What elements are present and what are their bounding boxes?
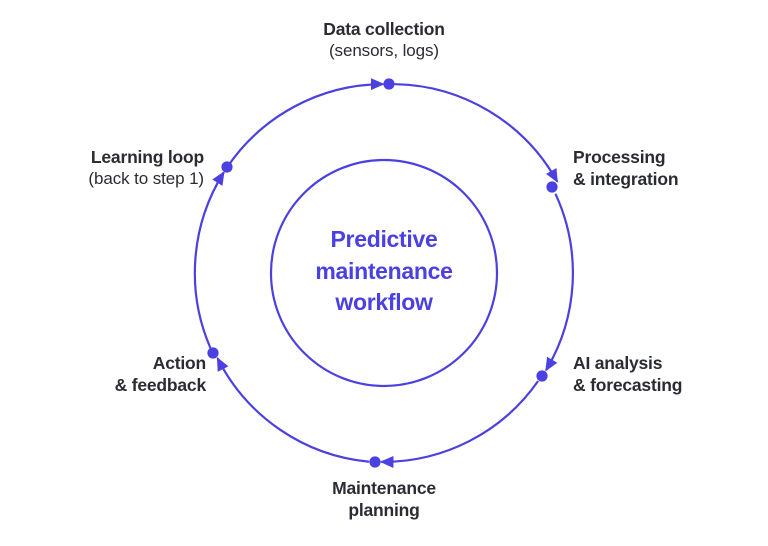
node-learning-loop[interactable] [221, 161, 233, 173]
node-maintenance-planning[interactable] [369, 456, 381, 468]
inner-circle [269, 158, 499, 388]
step-label-ai-analysis-forecasting: AI analysis & forecasting [573, 352, 763, 397]
step-label-learning-loop: Learning loop (back to step 1) [6, 146, 204, 190]
arc-ai-analysis-to-maintenance-planning [379, 380, 539, 468]
step-nodes [207, 78, 558, 468]
step-label-action-feedback-line-1: Action [152, 353, 206, 373]
step-label-processing-integration: Processing & integration [573, 146, 763, 191]
center-title: Predictive maintenance workflow [271, 224, 497, 319]
step-label-ai-analysis-forecasting-line-1: AI analysis [573, 353, 663, 373]
node-processing-integration[interactable] [546, 181, 558, 193]
step-label-maintenance-planning-line-2: planning [348, 500, 420, 521]
step-label-data-collection-line-1: Data collection [323, 19, 445, 39]
arc-maintenance-planning-to-action-feedback [216, 356, 370, 463]
node-action-feedback[interactable] [207, 347, 219, 359]
step-label-data-collection: Data collection (sensors, logs) [259, 18, 509, 62]
center-title-line-1: Predictive [330, 226, 438, 252]
outer-ring-arcs [193, 78, 574, 468]
node-data-collection[interactable] [383, 78, 395, 90]
center-title-line-2: maintenance [315, 257, 453, 284]
step-label-maintenance-planning: Maintenance planning [272, 477, 496, 522]
step-label-learning-loop-line-1: Learning loop [90, 147, 204, 167]
step-label-action-feedback-line-2: & feedback [114, 375, 207, 396]
step-label-data-collection-line-2: (sensors, logs) [329, 41, 439, 61]
arc-action-feedback-to-learning-loop [193, 171, 225, 349]
step-label-processing-integration-line-1: Processing [573, 147, 666, 167]
center-title-line-3: workflow [335, 289, 433, 316]
step-label-learning-loop-line-2: (back to step 1) [88, 169, 204, 189]
arc-data-collection-to-processing [394, 83, 558, 183]
step-label-action-feedback: Action & feedback [16, 352, 207, 397]
arc-learning-loop-to-data-collection [226, 78, 385, 169]
node-ai-analysis-forecasting[interactable] [536, 370, 548, 382]
step-label-processing-integration-line-2: & integration [573, 169, 679, 190]
step-label-ai-analysis-forecasting-line-2: & forecasting [573, 375, 683, 396]
step-label-maintenance-planning-line-1: Maintenance [332, 478, 436, 498]
arc-processing-to-ai-analysis [545, 193, 574, 372]
